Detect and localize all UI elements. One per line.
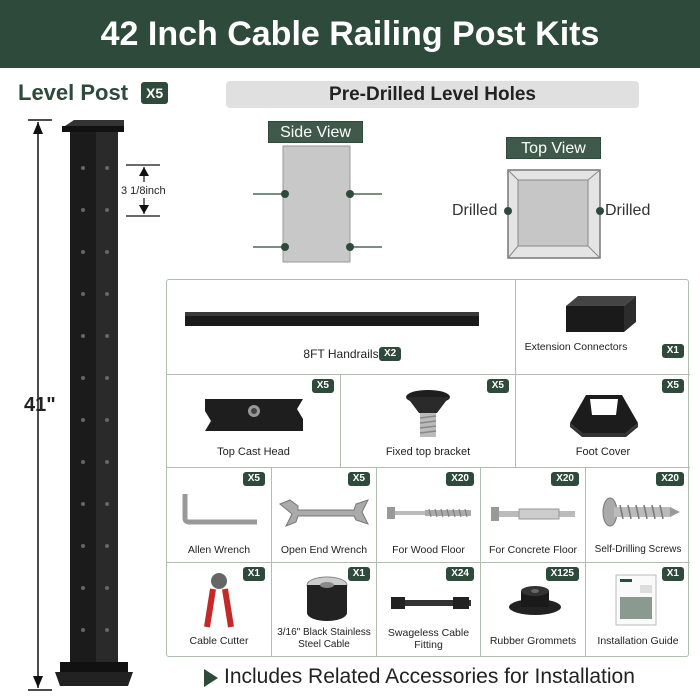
part-label: Cable Cutter — [189, 635, 249, 647]
page-title-banner: 42 Inch Cable Railing Post Kits — [0, 0, 700, 68]
level-post-qty: X5 — [141, 82, 169, 104]
part-qty: X20 — [446, 472, 474, 486]
part-label: For Concrete Floor — [488, 544, 578, 556]
part-qty: X1 — [347, 567, 370, 581]
part-extension-connectors: Extension Connectors X1 — [516, 280, 690, 375]
wrench-icon — [279, 499, 369, 527]
play-arrow-icon — [204, 669, 218, 687]
part-foot-cover: X5 Foot Cover — [516, 375, 690, 468]
screw-icon — [406, 390, 450, 437]
part-label: Self-Drilling Screws — [594, 544, 682, 555]
part-self-drilling-screw: X20 Self-Drilling Screws — [586, 468, 690, 563]
part-qty: X5 — [311, 379, 334, 393]
predrilled-title: Pre-Drilled Level Holes — [226, 81, 639, 108]
part-qty: X5 — [486, 379, 509, 393]
part-label: Foot Cover — [575, 446, 631, 458]
part-wood-floor-screw: X20 For Wood Floor — [377, 468, 481, 563]
part-concrete-anchor: X20 For Concrete Floor — [481, 468, 586, 563]
part-label: Rubber Grommets — [489, 635, 577, 647]
swageless-fitting-icon — [391, 597, 471, 609]
part-label: Open End Wrench — [280, 544, 368, 556]
footer-text: Includes Related Accessories for Install… — [224, 665, 635, 688]
part-qty: X5 — [242, 472, 265, 486]
foot-cover-icon — [570, 395, 638, 437]
level-post-title: Level Post — [18, 80, 129, 105]
top-view-diagram — [504, 169, 604, 259]
part-qty: X1 — [661, 344, 684, 358]
page-title: 42 Inch Cable Railing Post Kits — [100, 15, 600, 53]
part-label: Fixed top bracket — [385, 446, 471, 458]
part-qty: X1 — [661, 567, 684, 581]
spacing-label: 3 1/8inch — [121, 185, 166, 197]
part-label: 3/16" Black Stainless Steel Cable — [277, 627, 371, 650]
part-label: Extension Connectors — [524, 341, 628, 353]
part-qty: X2 — [379, 347, 402, 361]
part-cable-cutter: X1 Cable Cutter — [167, 563, 272, 657]
part-qty: X24 — [446, 567, 474, 581]
part-open-end-wrench: X5 Open End Wrench — [272, 468, 377, 563]
side-view-diagram — [253, 145, 382, 263]
cast-head-icon — [205, 399, 303, 431]
side-view-label: Side View — [268, 121, 363, 143]
height-label: 41" — [24, 394, 56, 416]
cable-cutter-icon — [204, 573, 234, 628]
height-dimension-line — [28, 119, 52, 691]
handrail-icon — [185, 312, 479, 326]
allen-wrench-icon — [182, 494, 257, 525]
part-label: Allen Wrench — [187, 544, 251, 556]
drilled-right-label: Drilled — [605, 202, 651, 219]
part-qty: X5 — [661, 379, 684, 393]
part-label: Swageless Cable Fitting — [387, 627, 470, 651]
level-post-image — [28, 119, 160, 691]
part-qty: X1 — [242, 567, 265, 581]
part-installation-guide: X1 Installation Guide — [586, 563, 690, 657]
part-rubber-grommets: X125 Rubber Grommets — [481, 563, 586, 657]
part-qty: X20 — [551, 472, 579, 486]
top-view-label: Top View — [506, 137, 601, 159]
tapping-screw-icon — [602, 497, 680, 527]
part-qty: X20 — [656, 472, 684, 486]
part-qty: X5 — [347, 472, 370, 486]
parts-grid: 8FT Handrails X2 Extension Connectors X1… — [166, 279, 690, 657]
connector-block-icon — [566, 296, 636, 332]
part-qty: X125 — [545, 567, 579, 581]
anchor-bolt-icon — [491, 507, 575, 521]
grommet-icon — [509, 586, 561, 615]
guide-booklet-icon — [615, 574, 657, 626]
cable-spool-icon — [306, 576, 348, 621]
part-allen-wrench: X5 Allen Wrench — [167, 468, 272, 563]
lag-screw-icon — [387, 507, 471, 519]
part-label: For Wood Floor — [392, 544, 465, 556]
post-holes — [81, 166, 109, 632]
part-label: Top Cast Head — [217, 446, 290, 458]
part-fixed-top-bracket: X5 Fixed top bracket — [341, 375, 516, 468]
part-label: Installation Guide — [597, 635, 679, 647]
part-top-cast-head: X5 Top Cast Head — [167, 375, 341, 468]
part-swageless-fitting: X24 Swageless Cable Fitting — [377, 563, 481, 657]
part-steel-cable: X1 3/16" Black Stainless Steel Cable — [272, 563, 377, 657]
drilled-left-label: Drilled — [452, 202, 498, 219]
part-handrails: 8FT Handrails X2 — [167, 280, 516, 375]
part-label: 8FT Handrails — [303, 347, 379, 361]
